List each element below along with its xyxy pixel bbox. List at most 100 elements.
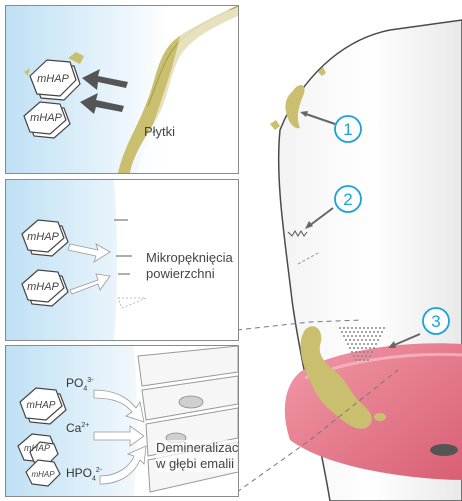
demineralization-dot [363, 359, 365, 361]
mhap-particle: mHAP [24, 102, 70, 138]
demineralization-dot [339, 327, 341, 329]
demineralization-dot [371, 335, 373, 337]
demineralization-dot [355, 351, 357, 353]
demineralization-dot [369, 339, 371, 341]
demineralization-dot [353, 331, 355, 333]
demineralization-dot [363, 335, 365, 337]
svg-text:mHAP: mHAP [27, 231, 59, 243]
demineralization-dot [347, 335, 349, 337]
demineralization-dot [349, 347, 351, 349]
demineralization-dot [365, 331, 367, 333]
demineralization-dot [359, 359, 361, 361]
ion-sup: 2- [96, 467, 102, 474]
demineralization-dot [383, 327, 385, 329]
demineralization-dot [377, 331, 379, 333]
demineralization-dot [351, 351, 353, 353]
svg-text:mHAP: mHAP [37, 73, 69, 85]
demineralization-dot [341, 331, 343, 333]
demineralization-dot [373, 331, 375, 333]
demineralization-dot [375, 343, 377, 345]
demineralization-dot [371, 343, 373, 345]
svg-text:mHAP: mHAP [27, 281, 59, 293]
demineralization-dot [349, 339, 351, 341]
demineralization-dot [345, 331, 347, 333]
demineralization-dot [367, 359, 369, 361]
label-line: Demineralizacja [156, 440, 239, 456]
label-plaque: Płytki [144, 124, 175, 140]
callout-3: 3 [423, 308, 449, 334]
demineralization-dot [375, 327, 377, 329]
demineralization-dot [343, 335, 345, 337]
demineralization-dot [369, 347, 371, 349]
svg-text:3: 3 [431, 312, 440, 331]
demineralization-dot [355, 359, 357, 361]
callout-1: 1 [335, 116, 361, 142]
demineralization-dot [351, 327, 353, 329]
demineralization-dot [345, 339, 347, 341]
label-deep-demineralization: Demineralizacja w głębi emalii [156, 440, 239, 472]
ion-calcium: Ca2+ [66, 421, 89, 435]
demineralization-dot [361, 355, 363, 357]
demineralization-dot [365, 347, 367, 349]
svg-text:mHAP: mHAP [30, 112, 62, 124]
demineralization-dot [367, 335, 369, 337]
arrow-icon [80, 93, 124, 114]
demineralization-dot [361, 347, 363, 349]
label-micro-cracks: Mikropęknięcia powierzchni [146, 250, 233, 282]
ion-sub: 4 [83, 385, 87, 392]
demineralization-dot [359, 327, 361, 329]
panel-plaque: mHAP mHAP Płytki [5, 5, 239, 174]
demineralization-dot [373, 347, 375, 349]
demineralization-dot [369, 355, 371, 357]
demineralization-dot [347, 327, 349, 329]
demineralization-dot [363, 351, 365, 353]
mhap-particle: mHAP [22, 220, 68, 256]
demineralization-dot [355, 335, 357, 337]
demineralization-dot [361, 339, 363, 341]
demineralization-dot [369, 331, 371, 333]
demineralization-dot [363, 343, 365, 345]
demineralization-dot [363, 327, 365, 329]
demineralization-dot [359, 351, 361, 353]
svg-text:mHAP: mHAP [31, 470, 55, 479]
demineralization-dot [373, 339, 375, 341]
demineralization-dot [375, 335, 377, 337]
mhap-particle: mHAP [24, 52, 84, 100]
demineralization-dot [367, 327, 369, 329]
demineralization-dot [351, 343, 353, 345]
ion-base: Ca [66, 421, 81, 435]
demineralization-dot [353, 339, 355, 341]
panel-surface-cracks: mHAP mHAP Mikropęknięcia powierzchni [5, 179, 239, 341]
demineralization-dot [359, 343, 361, 345]
demineralization-dot [367, 351, 369, 353]
arrow-icon [94, 390, 144, 422]
ion-base: HPO [66, 466, 92, 480]
ion-sub: 4 [92, 475, 96, 482]
demineralization-dot [357, 347, 359, 349]
arrow-icon [70, 274, 110, 294]
cavity-spot [430, 444, 458, 456]
mhap-particle: mHAP [26, 460, 60, 486]
demineralization-dot [349, 331, 351, 333]
demineralization-dot [357, 355, 359, 357]
demineralization-dot [353, 347, 355, 349]
demineralization-dot [377, 339, 379, 341]
demineralization-dot [381, 331, 383, 333]
demineralization-dot [361, 331, 363, 333]
demineralization-dot [365, 355, 367, 357]
panel-deep-demineralization: mHAP mHAP mHAP PO43- Ca2+ HPO42- Deminer… [5, 345, 239, 497]
ion-sup: 3- [87, 377, 93, 384]
demineralization-dot [357, 331, 359, 333]
svg-text:1: 1 [343, 120, 352, 139]
demineralization-dot [371, 327, 373, 329]
demineralization-dot [365, 339, 367, 341]
demineralization-dot [355, 343, 357, 345]
callout-2: 2 [335, 186, 361, 212]
demineralization-dot [359, 335, 361, 337]
demineralization-dot [355, 327, 357, 329]
label-line: w głębi emalii [156, 456, 239, 472]
label-line: Mikropęknięcia [146, 250, 233, 266]
demineralization-dot [357, 339, 359, 341]
arrow-icon [68, 244, 110, 262]
svg-text:mHAP: mHAP [27, 400, 56, 411]
